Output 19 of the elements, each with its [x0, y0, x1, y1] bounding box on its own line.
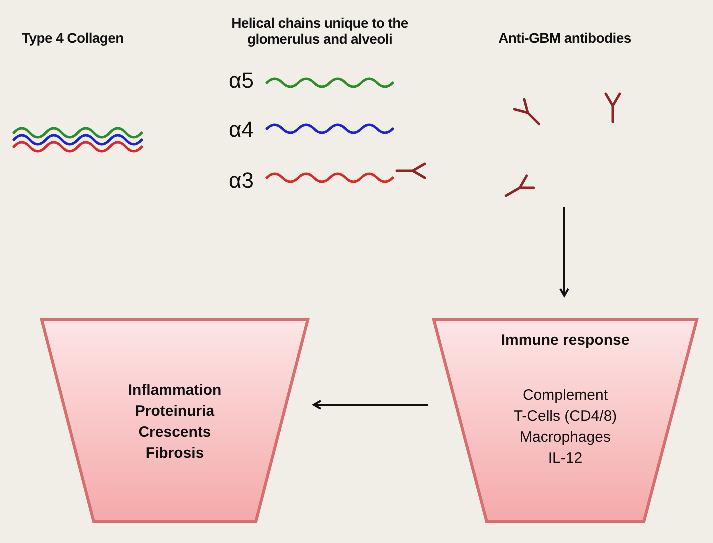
arrow	[313, 400, 428, 410]
heading: Type 4 Collagen	[21, 30, 125, 46]
box-text: Complement	[522, 386, 608, 406]
trapezoid-box	[432, 318, 699, 524]
box-text: IL-12	[548, 449, 583, 469]
box-text: T-Cells (CD4/8)	[514, 407, 618, 427]
heading: Helical chains unique to the glomerulus and alveoli	[230, 15, 410, 47]
box-text: Proteinuria	[135, 402, 215, 422]
box-text: Crescents	[138, 423, 212, 443]
box-text: Immune response	[501, 331, 630, 351]
chain-label: α5	[229, 68, 254, 94]
box-text: Inflammation	[128, 381, 222, 401]
chain-label: α3	[229, 168, 254, 194]
box-text: Macrophages	[520, 428, 611, 448]
arrow	[560, 207, 570, 297]
box-text: Fibrosis	[146, 444, 204, 464]
trapezoid-box	[40, 318, 310, 524]
chain-label: α4	[229, 117, 254, 143]
heading: Anti-GBM antibodies	[498, 30, 632, 46]
